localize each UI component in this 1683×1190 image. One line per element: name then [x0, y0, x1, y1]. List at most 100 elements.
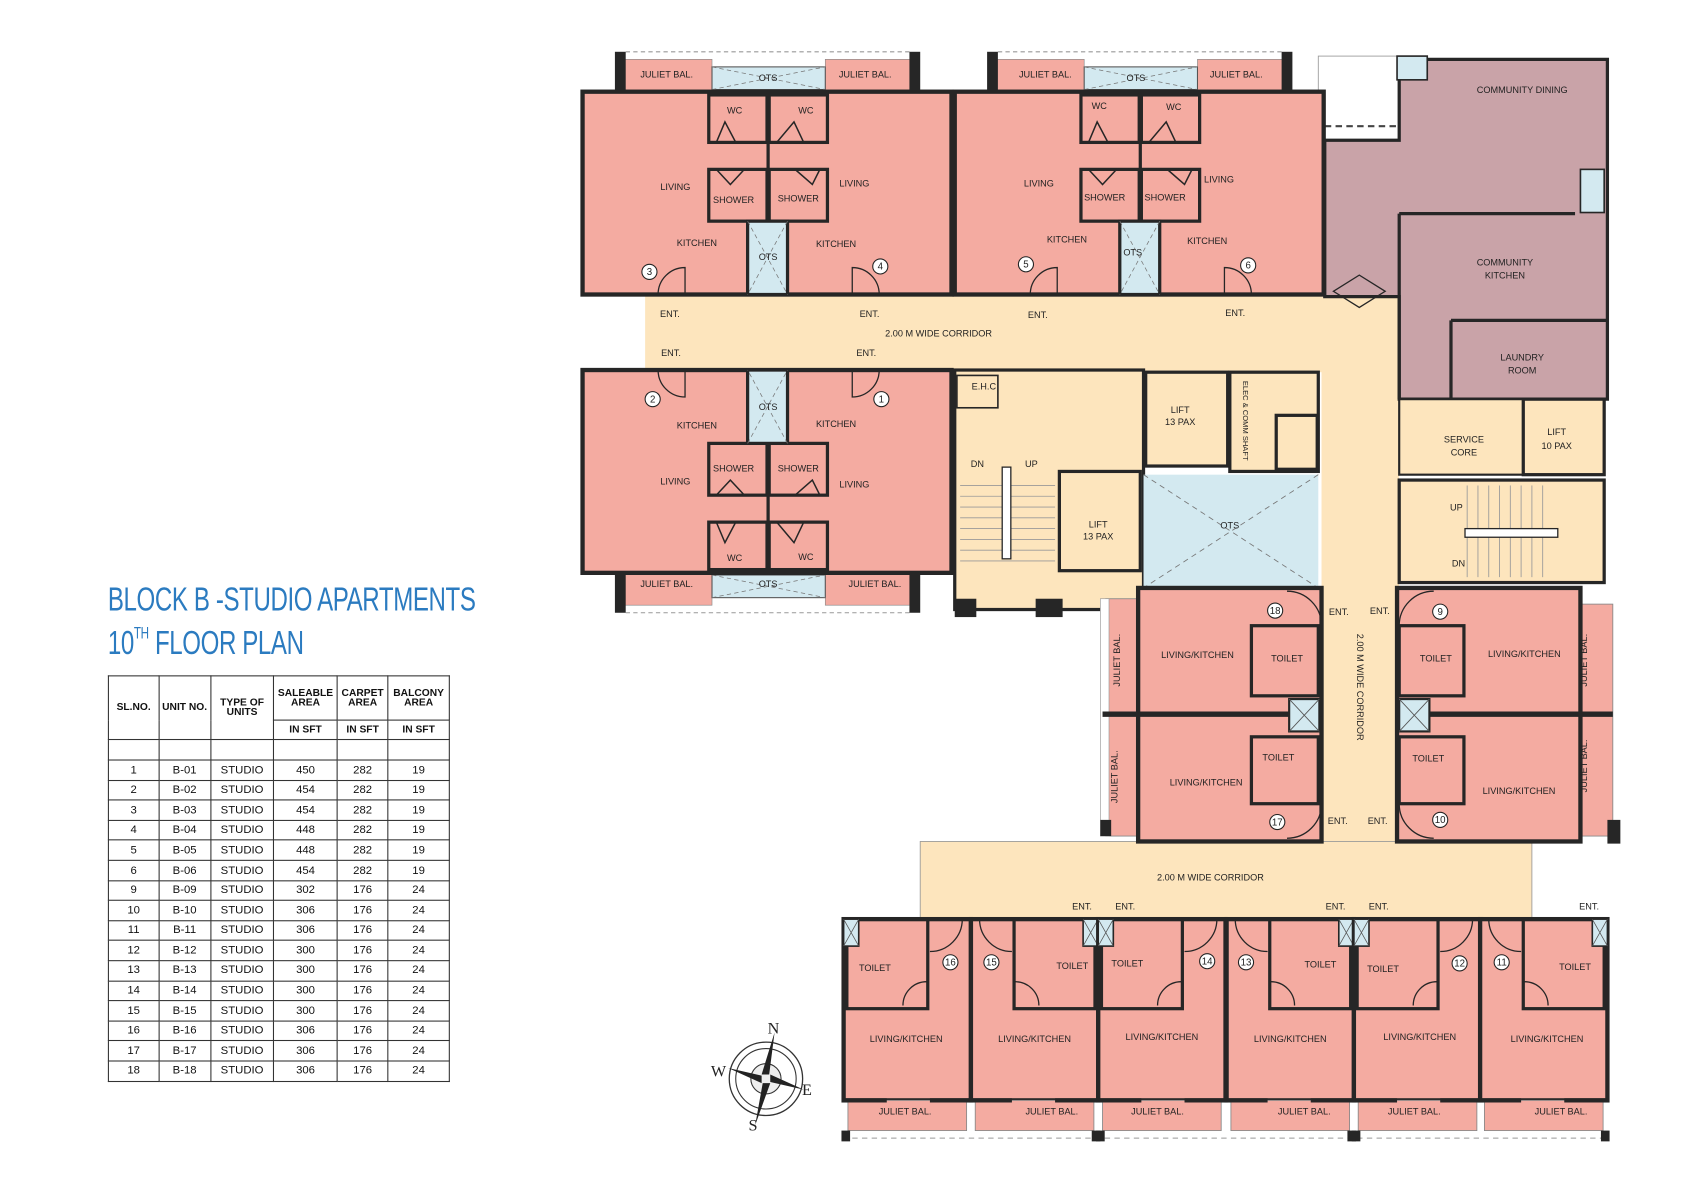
shower-label: SHOWER: [1145, 193, 1187, 203]
svg-text:18: 18: [1270, 606, 1281, 617]
juliet-balcony-label: JULIET BAL.: [1025, 1106, 1078, 1116]
unit-marker-5[interactable]: 5: [1017, 256, 1035, 273]
dn-label: DN: [1452, 558, 1465, 568]
living-kitchen-label: LIVING/KITCHEN: [1488, 649, 1561, 659]
juliet-balcony: [1105, 598, 1139, 837]
living-kitchen-label: LIVING/KITCHEN: [1511, 1034, 1584, 1044]
entry-label: ENT.: [1115, 901, 1135, 911]
juliet-balcony-label: JULIET BAL.: [839, 70, 892, 80]
juliet-balcony-label: JULIET BAL.: [849, 579, 902, 589]
kitchen-label: KITCHEN: [1187, 236, 1227, 246]
svg-text:6: 6: [1245, 261, 1250, 272]
unit-marker-4[interactable]: 4: [872, 258, 889, 275]
juliet-balcony-label: JULIET BAL.: [640, 70, 693, 80]
cell-saleable-area: 306: [273, 1060, 338, 1082]
toilet-label: TOILET: [1111, 959, 1143, 969]
shower-label: SHOWER: [778, 463, 820, 473]
unit-marker-15[interactable]: 15: [983, 954, 1000, 971]
entry-label: ENT.: [856, 348, 876, 358]
svg-text:15: 15: [986, 958, 997, 969]
cell-balcony-area: 24: [387, 899, 450, 922]
svg-text:13: 13: [1241, 958, 1252, 969]
floor-suffix: TH: [133, 624, 149, 643]
cell-sl-no: 6: [107, 859, 160, 881]
entry-label: ENT.: [1579, 901, 1599, 911]
cell-sl-no: 18: [107, 1060, 160, 1082]
living-kitchen-label: LIVING/KITCHEN: [870, 1034, 943, 1044]
compass-n: N: [768, 1020, 780, 1037]
shower-label: SHOWER: [778, 194, 820, 204]
cell-sl-no: 17: [107, 1040, 160, 1062]
cell-carpet-area: 176: [336, 1060, 389, 1082]
living-label: LIVING: [1204, 174, 1234, 184]
cell-balcony-area: 24: [387, 960, 450, 982]
lift-13-pax-b: [1057, 469, 1142, 573]
juliet-balcony-label: JULIET BAL.: [1579, 740, 1589, 793]
unit-marker-18[interactable]: 18: [1267, 602, 1284, 619]
toilet-label: TOILET: [1056, 961, 1088, 971]
juliet-balcony-label: JULIET BAL.: [1110, 750, 1120, 803]
service-core: [1398, 398, 1525, 476]
floor-label: FLOOR PLAN: [148, 623, 304, 662]
juliet-balcony-label: JULIET BAL.: [1579, 634, 1589, 687]
shower-label: SHOWER: [713, 463, 755, 473]
community-kitchen-label: COMMUNITY: [1477, 257, 1533, 267]
cell-saleable-area: 454: [273, 799, 338, 821]
cell-unit-type: STUDIO: [209, 960, 275, 982]
unit-marker-12[interactable]: 12: [1451, 955, 1468, 972]
unit-marker-3[interactable]: 3: [641, 263, 658, 280]
juliet-balcony-label: JULIET BAL.: [1535, 1106, 1588, 1116]
community-kitchen-label: KITCHEN: [1485, 270, 1525, 280]
toilet-label: TOILET: [1559, 962, 1591, 972]
living-kitchen-label: LIVING/KITCHEN: [1125, 1032, 1198, 1042]
living-kitchen-label: LIVING/KITCHEN: [998, 1034, 1071, 1044]
entry-label: ENT.: [1329, 607, 1349, 617]
compass-w: W: [711, 1064, 727, 1081]
toilet-label: TOILET: [1305, 960, 1337, 970]
unit-marker-1[interactable]: 1: [873, 391, 890, 408]
toilet-label: TOILET: [1271, 653, 1303, 663]
corridor-label: 2.00 M WIDE CORRIDOR: [1157, 872, 1264, 882]
community-dining-label: COMMUNITY DINING: [1477, 85, 1568, 95]
unit-marker-10[interactable]: 10: [1432, 811, 1449, 828]
cell-balcony-area: 19: [387, 859, 450, 881]
ehc-box: [956, 374, 999, 409]
kitchen-label: KITCHEN: [816, 419, 856, 429]
unit-marker-9[interactable]: 9: [1432, 603, 1449, 620]
unit-marker-11[interactable]: 11: [1493, 954, 1510, 971]
living-label: LIVING: [1024, 179, 1054, 189]
corridor-label: 2.00 M WIDE CORRIDOR: [885, 329, 992, 339]
unit-marker-16[interactable]: 16: [942, 954, 959, 971]
corridor-label: 2.00 M WIDE CORRIDOR: [1355, 634, 1365, 741]
unit-marker-2[interactable]: 2: [644, 391, 661, 408]
living-label: LIVING: [660, 182, 690, 192]
compass-e: E: [802, 1082, 812, 1099]
shower-label: SHOWER: [1084, 193, 1126, 203]
unit-marker-6[interactable]: 6: [1240, 257, 1257, 274]
kitchen-label: KITCHEN: [677, 238, 717, 248]
svg-text:10: 10: [1435, 815, 1446, 826]
header-carpet: CARPET AREA: [336, 675, 389, 721]
unit-marker-13[interactable]: 13: [1237, 954, 1255, 971]
unit-marker-14[interactable]: 14: [1199, 953, 1216, 970]
living-kitchen-label: LIVING/KITCHEN: [1483, 786, 1556, 796]
compass-s: S: [749, 1118, 758, 1135]
cell-sl-no: 10: [107, 899, 160, 922]
svg-text:3: 3: [647, 267, 652, 278]
ots-label: OTS: [759, 252, 778, 262]
floor-number: 10: [107, 623, 134, 662]
svg-text:12: 12: [1454, 959, 1465, 970]
unit-marker-17[interactable]: 17: [1269, 813, 1286, 831]
living-kitchen-label: LIVING/KITCHEN: [1161, 650, 1234, 660]
